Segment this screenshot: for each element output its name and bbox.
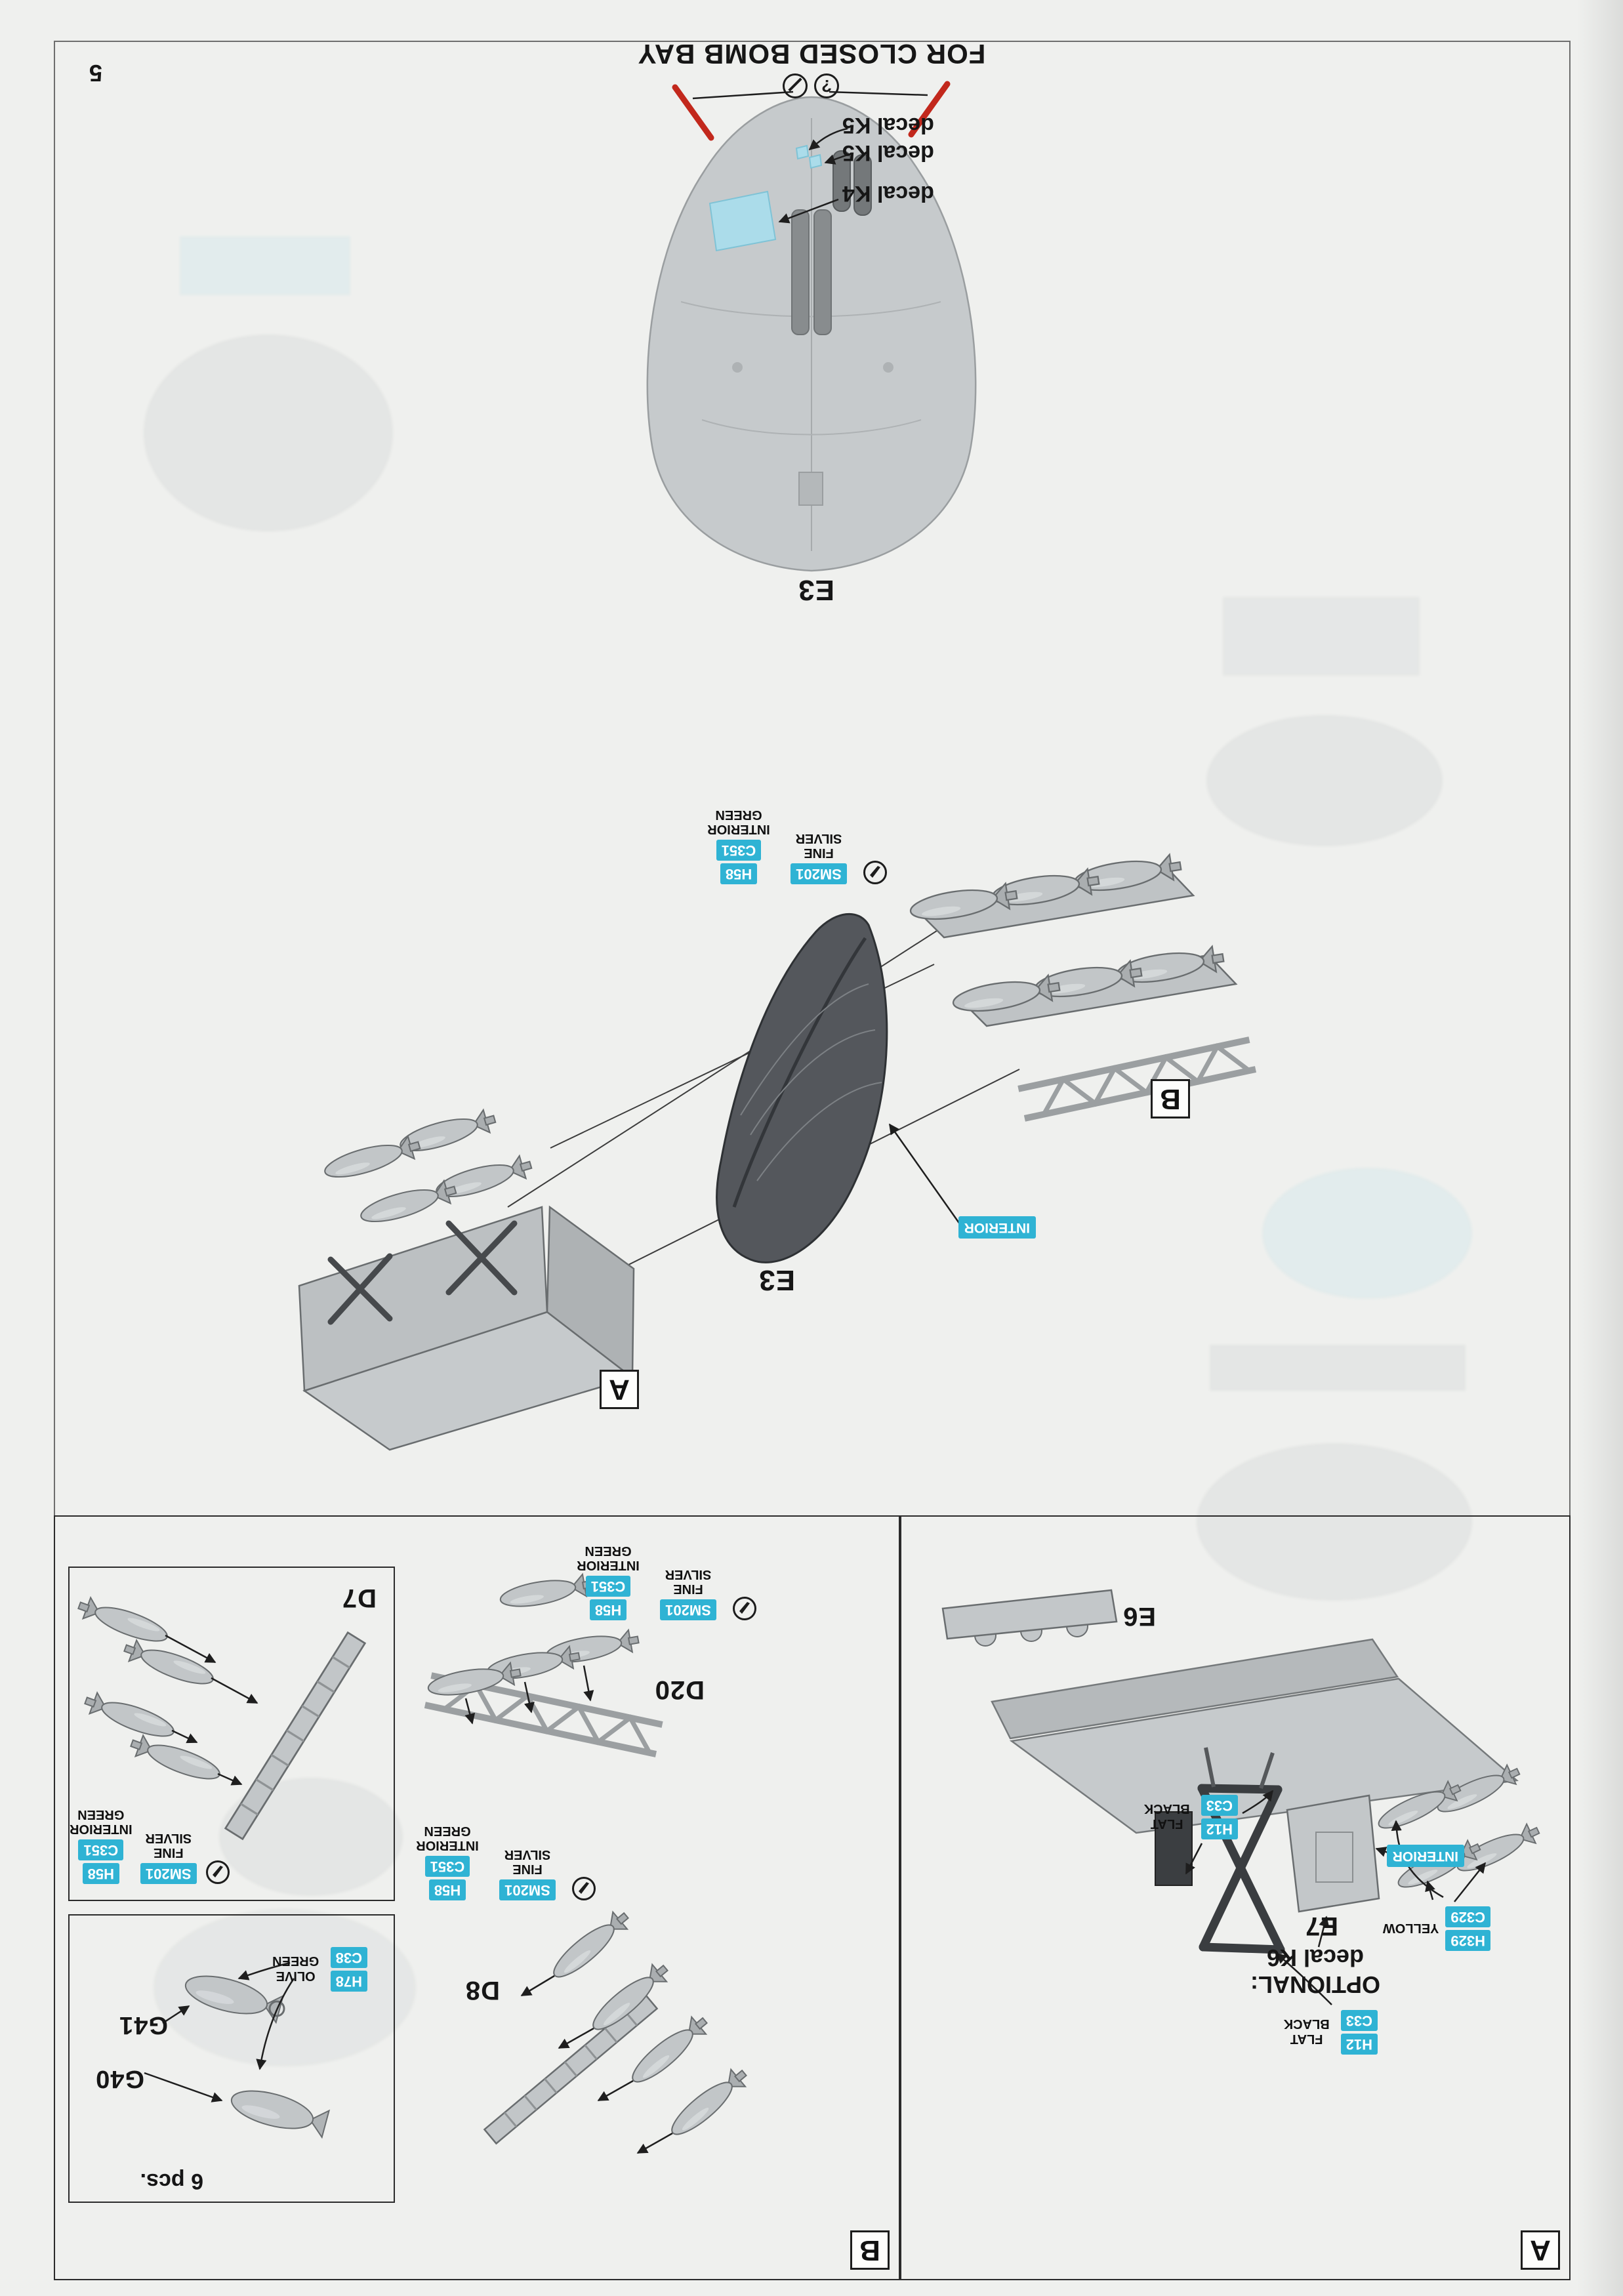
paint-code: H329 (1445, 1930, 1490, 1951)
main-assembly-diagram (298, 852, 1328, 1451)
part-label-d7: D7 (341, 1584, 377, 1612)
paint-callout-olive-green: H78 C38 OLIVE GREEN (268, 1946, 367, 1993)
paint-code: C351 (716, 840, 762, 861)
reverse-page-bleedthrough (144, 236, 393, 531)
paint-name: INTERIOR GREEN (70, 1807, 133, 1836)
paint-name: YELLOW (1382, 1920, 1439, 1935)
paint-name: FLAT BLACK (1283, 2017, 1330, 2046)
d8-group (483, 1906, 752, 2154)
paint-callout-silver-green-d7: SM201 FINE SILVER H58 C351 INTERIOR GREE… (70, 1807, 231, 1885)
paint-name: FINE SILVER (665, 1567, 712, 1596)
part-label-d20: D20 (654, 1675, 705, 1704)
decal-leader-lines (692, 91, 928, 224)
interior-leader-line (888, 1123, 963, 1227)
assembly-a-letter: A (600, 1370, 639, 1409)
assembly-b-shapes (907, 852, 1256, 1118)
paint-callout-flat-black-2: H12 C33 FLAT BLACK (1279, 2009, 1378, 2056)
paint-name: INTERIOR GREEN (707, 807, 770, 836)
g-bombs-box: 6 pcs. G40 G41 H78 C38 OLIVE GREEN (68, 1914, 395, 2203)
page-edge-shadow (1577, 0, 1623, 2296)
paint-code: C38 (330, 1947, 367, 1968)
reverse-page-bleedthrough (1206, 597, 1443, 846)
paint-name: FINE SILVER (145, 1830, 192, 1860)
paint-code: C351 (424, 1856, 470, 1877)
section-b-diagram (52, 1572, 752, 2154)
paintbrush-icon (733, 1597, 756, 1620)
section-a-letter: A (1521, 2230, 1560, 2270)
part-e7-shape (1286, 1794, 1380, 1913)
closed-bay-title: FOR CLOSED BOMB BAY (637, 39, 986, 70)
paint-code: C351 (78, 1839, 124, 1860)
paint-callout-silver-green-d8: SM201 FINE SILVER H58 C351 INTERIOR GREE… (411, 1823, 597, 1902)
part-label-e3-closed: E3 (798, 574, 834, 606)
assembly-b-letter: B (1151, 1079, 1190, 1118)
paint-callout-silver-green-main: SM201 FINE SILVER H58 C351 INTERIOR GREE… (702, 807, 888, 886)
decal-k5-label-2: decal K5 (842, 113, 934, 138)
paint-code: H58 (720, 863, 758, 884)
d20-group (425, 1572, 663, 1754)
section-b-letter: B (850, 2230, 890, 2270)
optional-question-icon: ? (814, 73, 839, 98)
paint-code: C351 (585, 1576, 631, 1597)
section-a: A E7 E6 OPTIONAL: decal K6 INTERIOR H12 … (900, 1515, 1571, 2280)
quantity-note: 6 pcs. (140, 2169, 203, 2194)
paint-code: SM201 (791, 863, 847, 884)
paint-code: C329 (1445, 1906, 1490, 1927)
paint-code: H58 (589, 1599, 627, 1620)
decal-k5-label-1: decal K5 (842, 140, 934, 165)
paint-code: H58 (428, 1879, 466, 1900)
decal-k4-area (709, 190, 777, 252)
section-a-diagram (941, 1589, 1544, 2005)
paint-code: H58 (82, 1863, 119, 1884)
part-label-d8: D8 (464, 1976, 500, 2005)
part-e6-shape (941, 1589, 1118, 1647)
paintbrush-icon (863, 861, 887, 884)
paint-name: INTERIOR GREEN (577, 1543, 640, 1572)
paint-code: C33 (1340, 2010, 1378, 2031)
paint-code: SM201 (140, 1863, 197, 1884)
d7-box: D7 SM201 FINE SILVER H58 C351 INTERIOR G… (68, 1567, 395, 1901)
paint-code: H78 (330, 1971, 367, 1992)
red-rods (672, 81, 951, 141)
paint-name: OLIVE GREEN (272, 1954, 319, 1983)
part-label-g40: G40 (95, 2065, 144, 2093)
paint-name: FINE SILVER (504, 1847, 551, 1876)
decal-k5-area-1 (808, 154, 823, 169)
part-label-e7: E7 (1305, 1912, 1338, 1940)
interior-color-ref: INTERIOR (1386, 1845, 1464, 1867)
paintbrush-icon (206, 1860, 230, 1884)
page-number: 5 (89, 60, 102, 87)
paint-callout-yellow: H329 C329 YELLOW (1383, 1905, 1490, 1952)
paint-name: FLAT BLACK (1143, 1801, 1190, 1831)
assembly-a-shapes (298, 1107, 635, 1451)
closed-bay-symbols: ? (783, 73, 839, 98)
part-e3-keel-shape (716, 912, 888, 1263)
closed-bay-diagram (646, 81, 977, 572)
d7-diagram (75, 1594, 366, 1841)
reverse-page-bleedthrough (1197, 1168, 1472, 1601)
paint-code: H12 (1340, 2034, 1378, 2055)
optional-decal-note: OPTIONAL: decal K6 (1250, 1944, 1380, 1998)
part-label-e3-main: E3 (758, 1264, 795, 1296)
part-label-e6: E6 (1122, 1602, 1156, 1631)
paint-code: C33 (1201, 1795, 1238, 1816)
paint-name: FINE SILVER (795, 830, 842, 860)
paint-code: SM201 (660, 1599, 716, 1620)
paint-name: INTERIOR GREEN (416, 1823, 479, 1853)
paint-callout-flat-black-1: H12 C33 FLAT BLACK (1140, 1794, 1238, 1841)
g-bombs-diagram (144, 1961, 331, 2140)
part-label-g41: G41 (119, 2011, 168, 2039)
paintbrush-icon (572, 1877, 596, 1900)
decal-k5-area-2 (795, 144, 810, 160)
paint-code: SM201 (499, 1879, 556, 1900)
no-glue-icon (783, 73, 808, 98)
interior-color-ref: INTERIOR (958, 1216, 1036, 1239)
paint-code: H12 (1201, 1818, 1238, 1839)
section-b: B D8 D20 SM201 FINE SILVER H58 C351 INTE… (54, 1515, 900, 2280)
decal-k4-label: decal K4 (842, 181, 934, 206)
paint-callout-silver-green-d20: SM201 FINE SILVER H58 C351 INTERIOR GREE… (571, 1543, 758, 1622)
